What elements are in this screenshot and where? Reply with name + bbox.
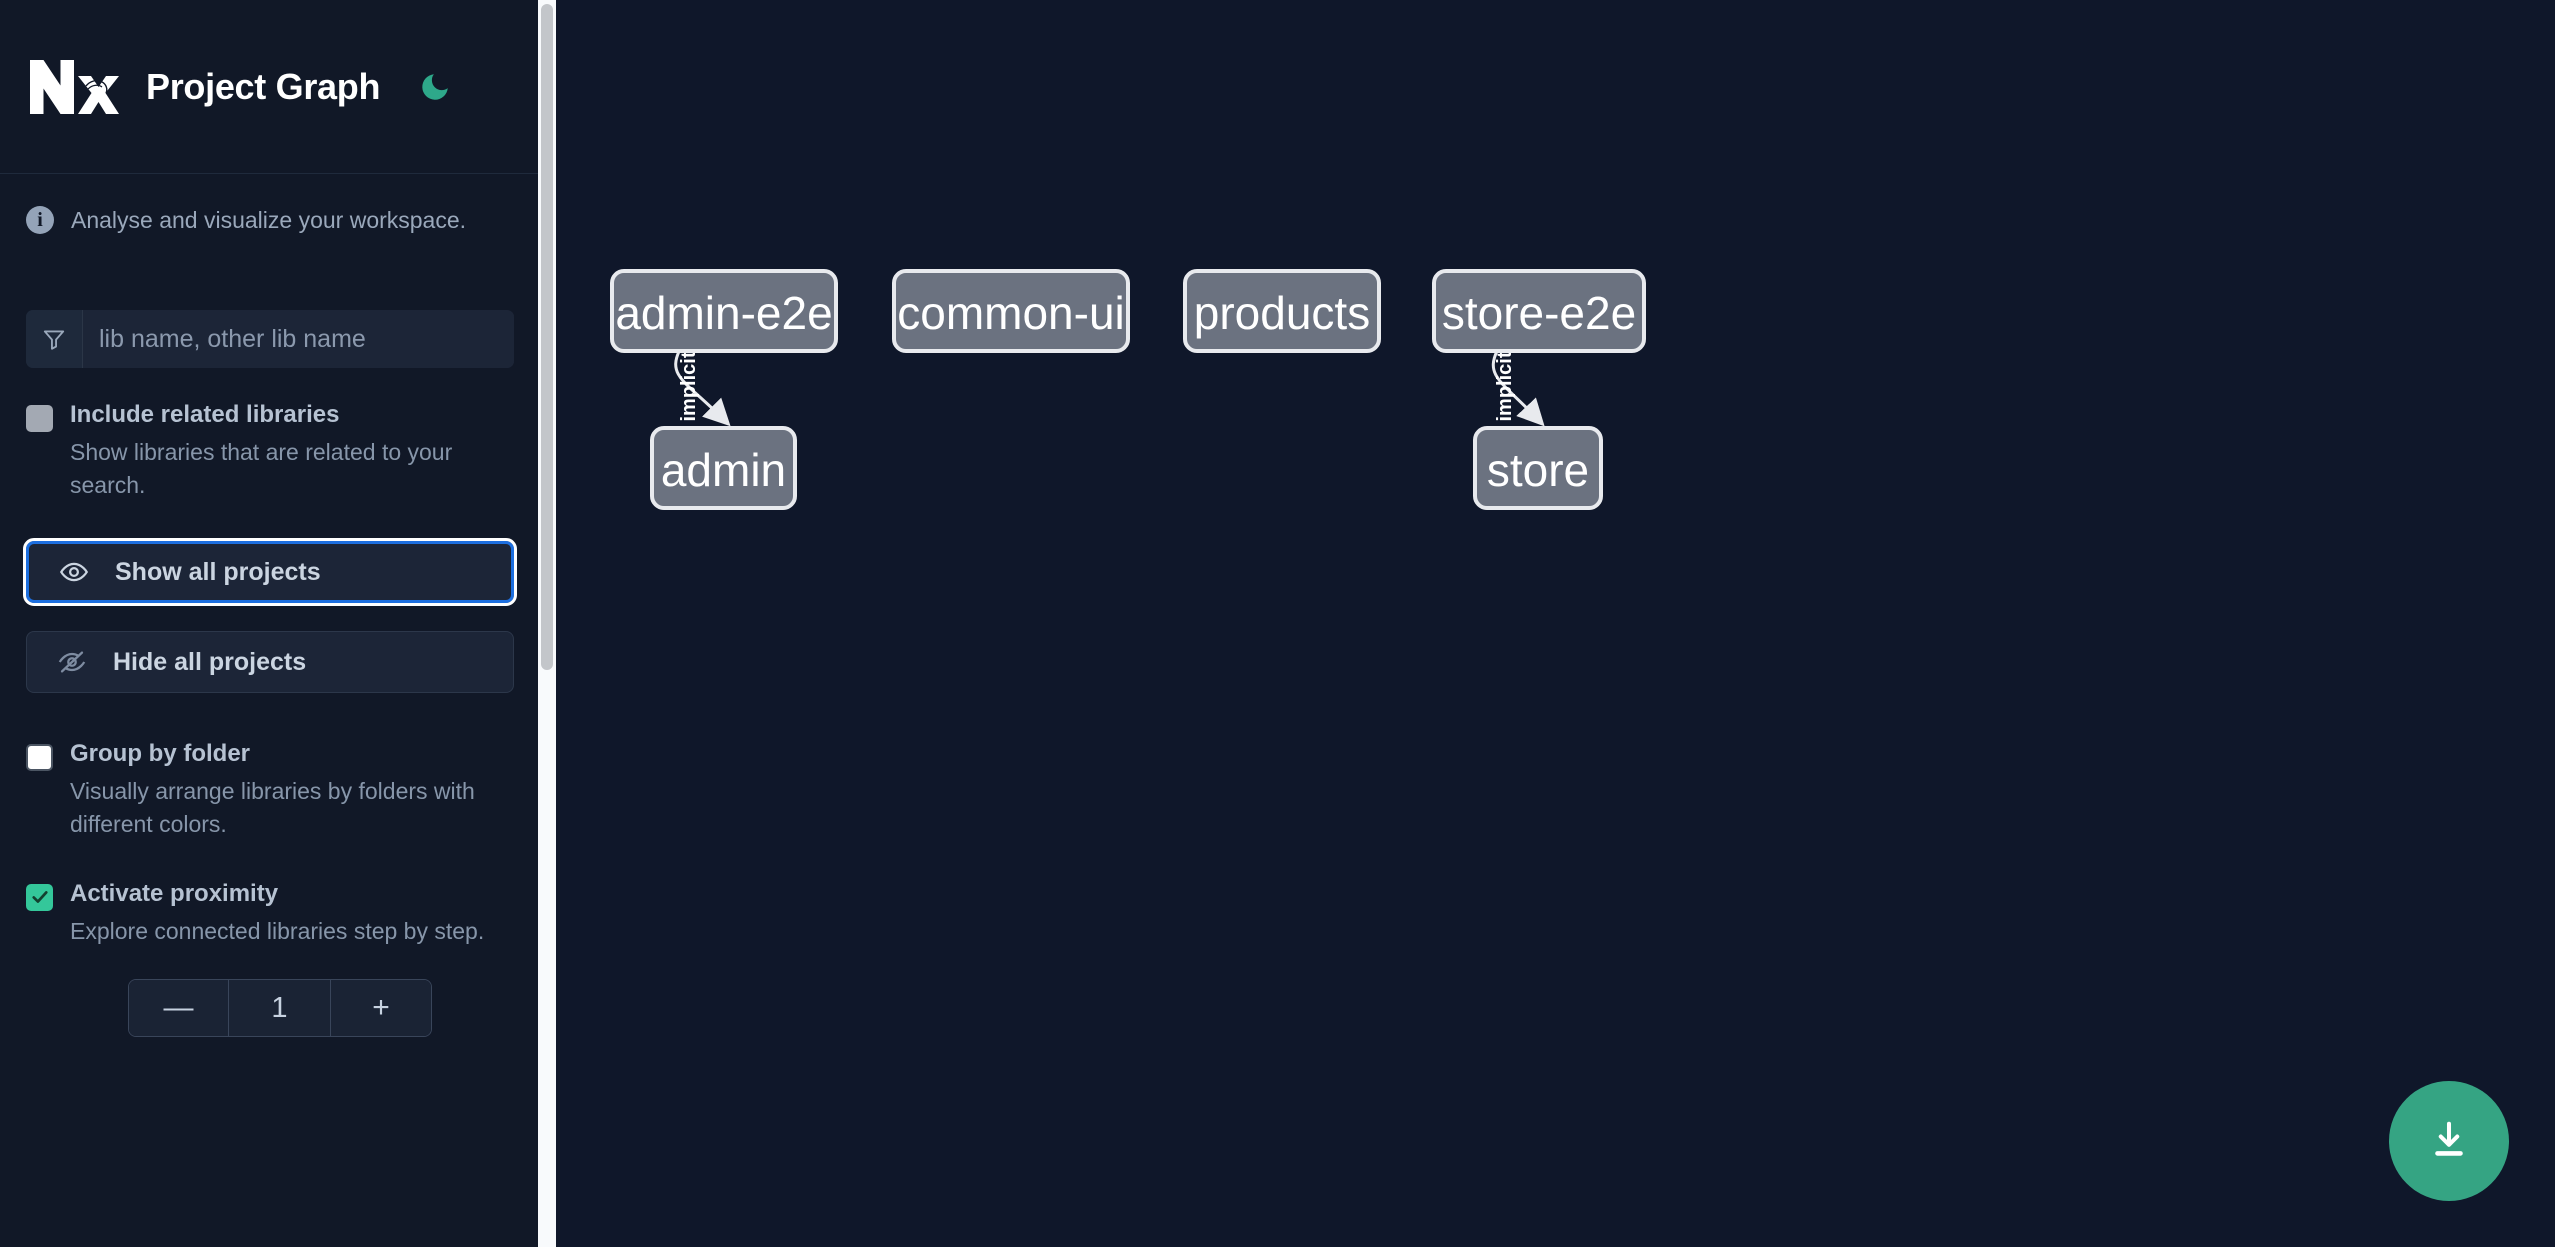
proximity-decrement-button[interactable]: — [129, 980, 229, 1037]
search-box[interactable] [26, 310, 514, 368]
graph-node-label: store-e2e [1442, 287, 1636, 339]
sidebar-content: Project Graph i Analyse and visualize yo… [0, 0, 540, 1247]
proximity-increment-button[interactable]: + [331, 980, 431, 1037]
option-include-related-libraries: Include related libraries Show libraries… [0, 400, 540, 501]
nx-logo-icon [26, 56, 122, 118]
show-all-projects-label: Show all projects [115, 557, 321, 586]
graph-node-rect [1473, 426, 1603, 510]
graph-edge [1491, 350, 1545, 427]
option-activate-proximity: Activate proximity Explore connected lib… [0, 879, 540, 948]
graph-node-store[interactable]: store [1473, 426, 1603, 510]
graph-node-admin-e2e[interactable]: admin-e2e [610, 269, 838, 353]
include-related-libraries-description: Show libraries that are related to your … [70, 439, 453, 498]
graph-svg: implicit implicit admin-e2e common-ui produ… [610, 269, 1646, 510]
eye-icon [57, 555, 91, 589]
group-by-folder-description: Visually arrange libraries by folders wi… [70, 778, 475, 837]
graph-node-products[interactable]: products [1183, 269, 1381, 353]
include-related-libraries-label: Include related libraries [70, 401, 340, 428]
workspace-info: i Analyse and visualize your workspace. [0, 174, 540, 266]
graph-node-rect [650, 426, 797, 510]
graph-edge-label: implicit [678, 351, 700, 421]
download-icon [2426, 1117, 2472, 1166]
graph-node-admin[interactable]: admin [650, 426, 797, 510]
eye-off-icon [55, 645, 89, 679]
workspace-info-text: Analyse and visualize your workspace. [71, 206, 467, 233]
option-group-by-folder: Group by folder Visually arrange librari… [0, 739, 540, 840]
activate-proximity-checkbox[interactable] [26, 883, 53, 911]
show-all-projects-button[interactable]: Show all projects [23, 538, 517, 607]
group-by-folder-label: Group by folder [70, 740, 250, 768]
graph-node-label: products [1194, 287, 1370, 339]
proximity-stepper-wrap: — 1 + [0, 979, 540, 1038]
sidebar: Project Graph i Analyse and visualize yo… [0, 0, 556, 1247]
graph-node-label: common-ui [897, 287, 1125, 339]
option-body: Include related libraries Show libraries… [70, 400, 510, 501]
graph-node-label: store [1487, 444, 1589, 496]
graph-node-store-e2e[interactable]: store-e2e [1432, 269, 1646, 353]
button-gap [0, 603, 540, 631]
group-by-folder-checkbox[interactable] [26, 744, 53, 772]
moon-icon[interactable] [412, 64, 458, 110]
graph-edge-label: implicit [1494, 351, 1516, 421]
graph-nodes: admin-e2e common-ui products store-e2e admin… [610, 269, 1646, 510]
option-body: Group by folder Visually arrange librari… [70, 739, 510, 840]
hide-all-projects-wrap: Hide all projects [0, 631, 540, 694]
show-all-projects-wrap: Show all projects [0, 538, 540, 607]
graph-node-label: admin [661, 444, 786, 496]
graph-node-label: admin-e2e [615, 287, 832, 339]
sidebar-scrollbar-thumb[interactable] [541, 4, 553, 670]
sidebar-header: Project Graph [0, 0, 540, 174]
graph-node-rect [1432, 269, 1646, 353]
graph-edges: implicit implicit [674, 350, 1545, 427]
graph-edge [674, 350, 731, 427]
include-related-libraries-checkbox[interactable] [26, 405, 53, 432]
hide-all-projects-button[interactable]: Hide all projects [26, 631, 514, 694]
graph-node-common-ui[interactable]: common-ui [892, 269, 1130, 353]
info-icon: i [26, 206, 54, 234]
filter-icon [26, 310, 83, 368]
proximity-stepper: — 1 + [128, 979, 432, 1038]
graph-node-rect [892, 269, 1130, 353]
sidebar-scrollbar-track[interactable] [538, 0, 556, 1247]
option-body: Activate proximity Explore connected lib… [70, 879, 484, 948]
graph-node-rect [1183, 269, 1381, 353]
download-button[interactable] [2389, 1081, 2509, 1201]
activate-proximity-description: Explore connected libraries step by step… [70, 917, 485, 944]
search-section [0, 310, 540, 368]
page-title: Project Graph [146, 65, 381, 107]
hide-all-projects-label: Hide all projects [113, 647, 307, 676]
activate-proximity-label: Activate proximity [70, 879, 279, 907]
search-input[interactable] [83, 310, 514, 368]
graph-canvas[interactable]: implicit implicit admin-e2e common-ui produ… [556, 0, 2555, 1247]
graph-node-rect [610, 269, 838, 353]
proximity-value: 1 [229, 980, 331, 1037]
